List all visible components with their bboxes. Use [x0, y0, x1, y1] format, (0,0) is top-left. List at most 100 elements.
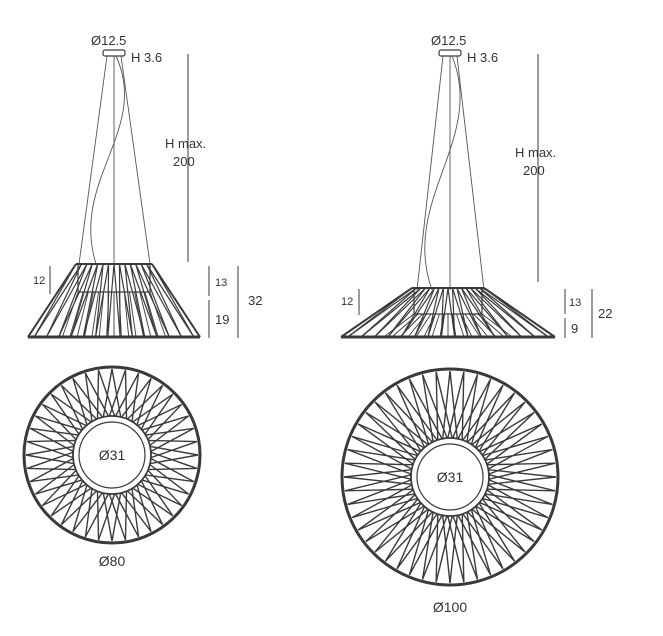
lamp-small-canopy-height-label: H 3.6: [131, 50, 162, 65]
lattice-strut: [111, 491, 122, 542]
shade-strut: [146, 263, 195, 338]
shade-inner-strut: [118, 291, 122, 338]
lattice-strut: [477, 501, 516, 562]
shade-strut: [45, 263, 88, 338]
lattice-strut: [149, 440, 198, 459]
shade-strut: [58, 263, 88, 338]
lattice-strut: [34, 415, 76, 447]
lattice-strut: [72, 491, 104, 533]
shade-inner-strut: [391, 313, 419, 338]
lamp-large-suspension-wires: [416, 55, 485, 291]
shade-inner-strut: [481, 313, 513, 338]
lattice-strut: [365, 411, 417, 461]
lattice-strut: [149, 457, 195, 483]
lamp-large-inner-diameter-label: Ø31: [437, 469, 464, 485]
shade-strut: [414, 287, 436, 338]
shade-inner-strut: [123, 291, 130, 338]
lamp-small-side-view: Ø12.5 H 3.6 H max. 200 12 13 19 32: [27, 33, 262, 339]
lattice-strut: [347, 448, 413, 476]
shade-inner-strut: [399, 313, 423, 338]
lamp-small-inner-diameter-label: Ø31: [99, 447, 126, 463]
lattice-strut: [351, 497, 419, 519]
lamp-small-max-height-label-1: H max.: [165, 136, 206, 151]
shade-inner-strut: [128, 291, 137, 338]
shade-strut: [113, 263, 121, 338]
shade-inner-strut: [106, 291, 110, 338]
shade-strut: [33, 263, 82, 338]
lattice-strut: [146, 469, 183, 507]
shade-inner-strut: [134, 291, 144, 338]
lattice-strut: [26, 440, 75, 459]
lattice-strut: [131, 487, 140, 537]
shade-inner-strut: [477, 313, 505, 338]
lattice-strut: [466, 510, 479, 580]
shade-inner-strut: [431, 313, 440, 338]
lattice-strut: [343, 476, 413, 486]
lamp-large-total-height-label: 22: [598, 306, 612, 321]
lattice-strut: [148, 463, 190, 495]
lattice-strut: [35, 415, 84, 431]
shade-strut: [347, 287, 417, 338]
shade-strut: [82, 263, 99, 338]
lattice-strut: [42, 483, 88, 507]
shade-strut: [70, 263, 93, 338]
lattice-strut: [35, 479, 84, 495]
shade-strut: [129, 263, 146, 338]
lamp-small-outer-ring: [22, 365, 202, 545]
lattice-strut: [140, 479, 189, 495]
lattice-strut: [461, 512, 465, 583]
shade-strut: [70, 263, 99, 338]
shade-strut: [474, 287, 522, 338]
lattice-strut: [485, 462, 556, 466]
lattice-strut: [97, 492, 116, 541]
lamp-large-inner-ring: [416, 443, 484, 511]
lattice-strut: [446, 371, 465, 440]
shade-strut: [451, 287, 469, 338]
shade-inner-strut: [423, 313, 436, 338]
shade-strut: [146, 263, 183, 338]
shade-strut: [151, 263, 195, 338]
shade-strut: [483, 287, 549, 338]
lattice-strut: [456, 378, 492, 441]
lattice-strut: [41, 403, 78, 441]
shade-inner-strut: [407, 313, 428, 338]
lattice-strut: [441, 370, 451, 440]
shade-strut: [414, 287, 440, 338]
shade-strut: [427, 287, 440, 338]
lattice-strut: [149, 427, 195, 453]
shade-inner-strut: [139, 291, 152, 338]
lamp-large-canopy-diameter-label: Ø12.5: [431, 33, 466, 48]
lamp-large-collar-height-label: 12: [341, 296, 353, 308]
lamp-large-top-view: Ø31 Ø100: [340, 367, 560, 615]
lattice-strut: [487, 462, 556, 481]
shade-strut: [140, 263, 183, 338]
lamp-large-side-view: Ø12.5 H 3.6 H max. 200 12 13 9 22: [340, 33, 612, 339]
lamp-large-shade-side: [340, 287, 556, 339]
lamp-small-outer-diameter-label: Ø80: [99, 553, 126, 569]
shade-strut: [479, 287, 536, 338]
lamp-large-max-height-label-2: 200: [523, 163, 545, 178]
lattice-strut: [147, 439, 197, 443]
lattice-strut: [481, 497, 526, 553]
lattice-strut: [374, 508, 430, 553]
shade-inner-strut: [468, 313, 489, 338]
lattice-strut: [396, 512, 439, 570]
lattice-strut: [140, 479, 164, 525]
lattice-strut: [120, 377, 152, 419]
lattice-strut: [144, 427, 194, 436]
shade-inner-strut: [144, 291, 159, 338]
lattice-strut: [140, 415, 189, 431]
shade-strut: [33, 263, 77, 338]
lattice-strut: [72, 378, 88, 427]
lattice-strut: [384, 392, 423, 453]
lamp-large-outer-diameter-label: Ø100: [433, 599, 467, 615]
lattice-strut: [481, 435, 549, 457]
lamp-small-max-height-label-2: 200: [173, 154, 195, 169]
lattice-strut: [421, 374, 434, 444]
shade-strut: [118, 263, 134, 338]
lamp-small-collar-height-label: 12: [33, 275, 45, 287]
lattice-strut: [357, 501, 422, 531]
lattice-strut: [50, 393, 81, 436]
shade-strut: [129, 263, 158, 338]
lamp-small-canopy-diameter-label: Ø12.5: [91, 33, 126, 48]
